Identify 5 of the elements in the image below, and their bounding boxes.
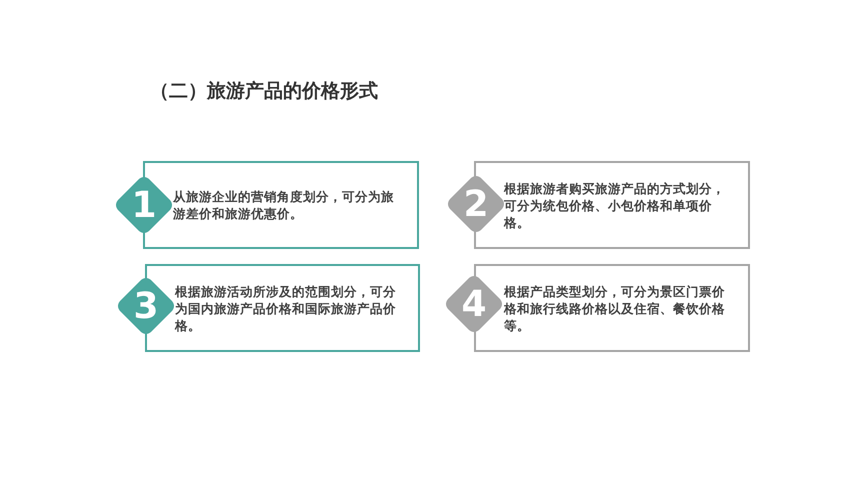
number-diamond: 1 — [115, 176, 173, 234]
slide-title: （二）旅游产品的价格形式 — [150, 79, 378, 104]
number-diamond: 4 — [445, 275, 503, 333]
number-diamond: 2 — [447, 175, 505, 233]
number-diamond: 3 — [117, 277, 175, 335]
